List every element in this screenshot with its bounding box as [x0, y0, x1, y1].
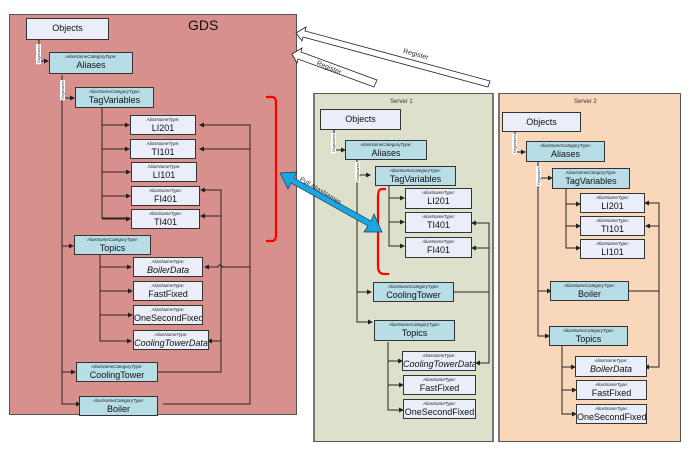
gds-node-fastfixed[interactable]: AliasNameType:FastFixed	[133, 281, 203, 301]
organizes-label: Organizes	[536, 166, 541, 187]
server1-node-li201[interactable]: AliasNameType:LI201	[405, 188, 472, 209]
server2-node-li201[interactable]: AliasNameType:LI201	[580, 193, 645, 213]
gds-node-boiler[interactable]: AliasNameCategoryType:Boiler	[79, 396, 158, 416]
gds-node-fi401[interactable]: AliasNameType:FI401	[131, 186, 200, 206]
gds-title: GDS	[188, 17, 219, 33]
server1-title: Server 1	[390, 99, 413, 105]
gds-node-boilerdata[interactable]: AliasNameType:BoilerData	[133, 257, 203, 277]
server2-node-fastfixed[interactable]: AliasNameType:FastFixed	[576, 380, 647, 400]
server1-node-topics[interactable]: AliasNameCategoryType:Topics	[374, 320, 455, 341]
server1-node-onesecondfixed[interactable]: AliasNameType:OneSecondFixed	[403, 399, 476, 419]
gds-node-coolingtower[interactable]: AliasNameCategoryType:CoolingTower	[76, 362, 158, 382]
register-arrows	[291, 26, 491, 88]
server2-node-aliases[interactable]: AliasNameCategoryType:Aliases	[526, 141, 605, 162]
gds-node-onesecondfixed[interactable]: AliasNameType:OneSecondFixed	[133, 305, 203, 325]
server2-node-boiler[interactable]: AliasNameCategoryType:Boiler	[550, 281, 629, 301]
gds-node-aliases[interactable]: AliasNameCategoryType:Aliases	[49, 52, 133, 74]
server1-node-tagvariables[interactable]: AliasNameCategoryType:TagVariables	[375, 166, 456, 186]
organizes-label: Organizes	[36, 44, 41, 65]
server1-node-ti401[interactable]: AliasNameType:TI401	[405, 212, 472, 233]
gds-node-coolingtowerdata[interactable]: AliasNameType:CoolingTowerData	[133, 330, 209, 350]
register-label-server1: Register	[315, 60, 343, 77]
server2-node-tagvariables[interactable]: AliasNameCategoryType:TagVariables	[552, 168, 630, 189]
server2-title: Server 2	[574, 99, 597, 105]
gds-node-topics[interactable]: AliasNameCategoryType:Topics	[74, 235, 151, 255]
server2-node-topics[interactable]: AliasNameCategoryType:Topics	[549, 326, 628, 346]
server1-node-fi401[interactable]: AliasNameType:FI401	[405, 237, 472, 258]
organizes-label: Organizes	[512, 134, 517, 155]
gds-node-li201[interactable]: AliasNameType:LI201	[130, 115, 196, 135]
gds-node-li101[interactable]: AliasNameType:LI101	[131, 162, 197, 182]
gds-node-ti101[interactable]: AliasNameType:TI101	[130, 139, 196, 159]
server1-node-coolingtowerdata[interactable]: AliasNameType:CoolingTowerData	[402, 351, 476, 371]
gds-node-tagvariables[interactable]: AliasNameCategoryType:TagVariables	[75, 87, 154, 108]
organizes-label: Organizes	[60, 80, 65, 101]
register-label-server2: Register	[402, 48, 430, 62]
server2-node-onesecondfixed[interactable]: AliasNameType:OneSecondFixed	[576, 404, 647, 424]
server2-node-li101[interactable]: AliasNameType:LI101	[580, 239, 645, 259]
server2-node-objects[interactable]: Objects	[502, 112, 581, 132]
organizes-label: Organizes	[331, 133, 336, 154]
server2-node-ti101[interactable]: AliasNameType:TI101	[580, 216, 645, 236]
server1-node-fastfixed[interactable]: AliasNameType:FastFixed	[403, 375, 476, 395]
server1-node-aliases[interactable]: AliasNameCategoryType:Aliases	[345, 140, 427, 160]
server1-node-objects[interactable]: Objects	[320, 109, 401, 130]
organizes-label: Organizes	[355, 162, 360, 183]
gds-node-ti401[interactable]: AliasNameType:TI401	[131, 209, 200, 229]
server2-node-boilerdata[interactable]: AliasNameType:BoilerData	[575, 356, 647, 377]
gds-node-objects[interactable]: Objects	[26, 18, 109, 40]
server1-node-coolingtower[interactable]: AliasNameCategoryType:CoolingTower	[373, 282, 454, 302]
